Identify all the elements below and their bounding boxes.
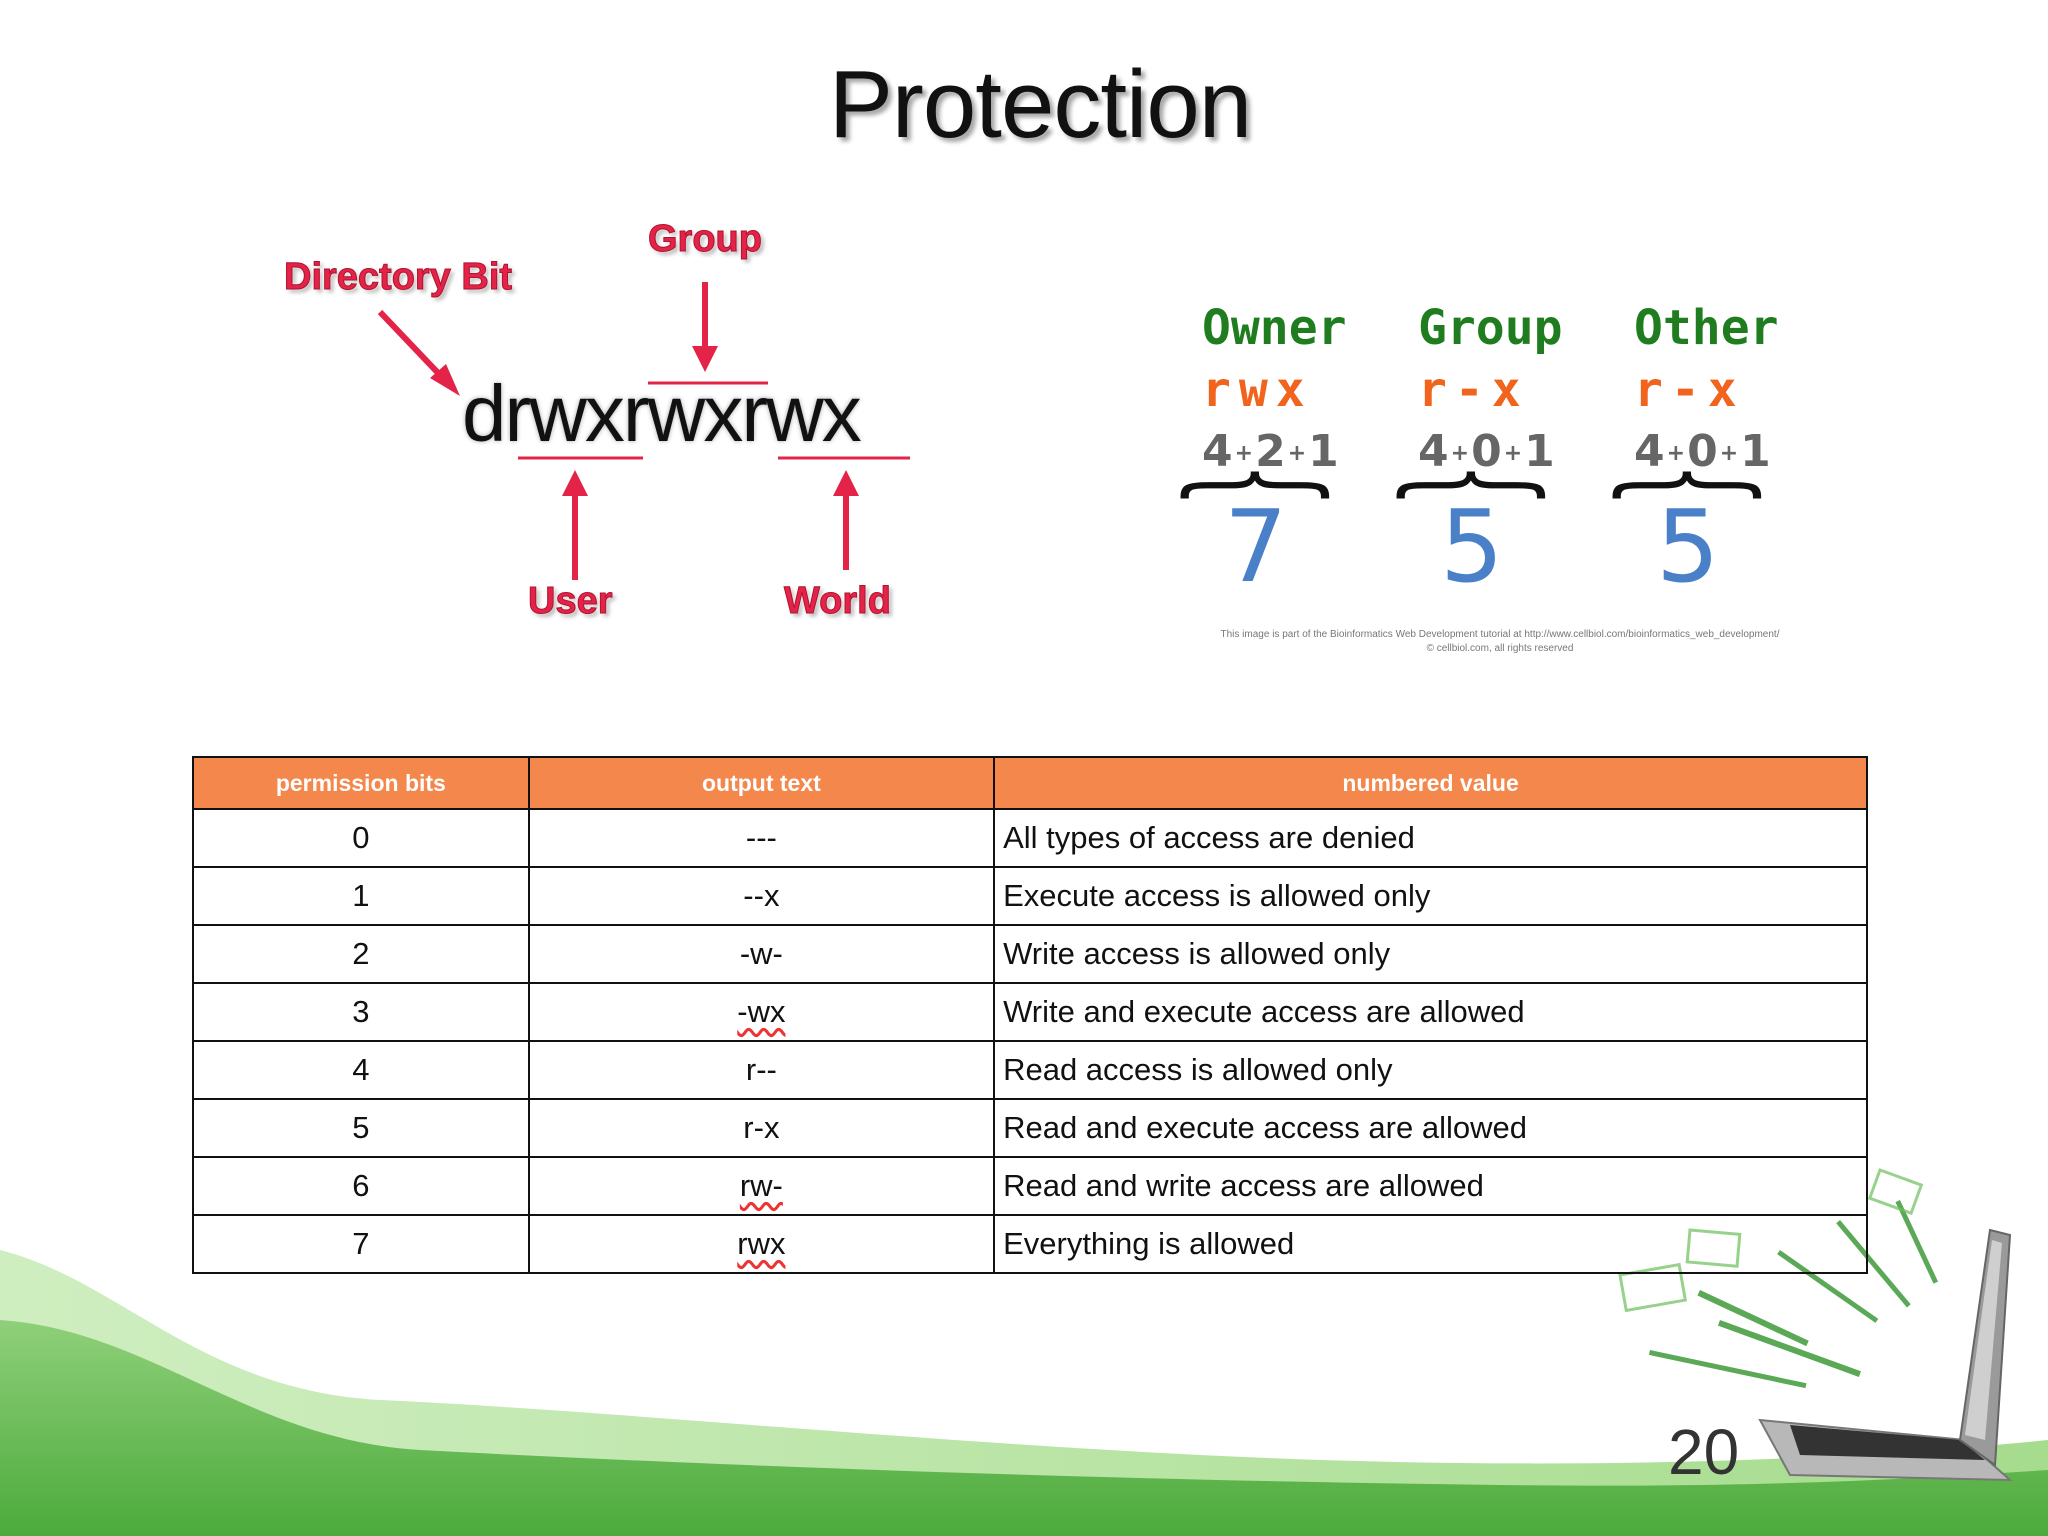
bits-cell: 2 <box>192 924 530 984</box>
other-bits: r-x <box>1634 362 1745 418</box>
page-number: 20 <box>1668 1416 1740 1488</box>
output-cell: --x <box>527 866 996 926</box>
table-row: 5 r-x Read and execute access are allowe… <box>192 1098 1868 1158</box>
owner-column: Owner rwx 4+2+1 { 7 <box>1167 300 1382 605</box>
bits-cell: 1 <box>192 866 530 926</box>
permission-string-diagram: Directory Bit Group User World drwxrwxrw… <box>270 200 950 650</box>
group-label: Group <box>1418 300 1563 356</box>
output-text: rw- <box>739 1168 783 1203</box>
output-cell: r-x <box>527 1098 996 1158</box>
output-cell: -wx <box>527 982 996 1042</box>
arrows-and-underlines <box>377 282 910 580</box>
directory-bit-label: Directory Bit <box>283 256 513 299</box>
header-permission-bits: permission bits <box>192 756 530 810</box>
description-cell: All types of access are denied <box>993 808 1868 868</box>
user-label: User <box>528 580 613 623</box>
other-sum: 4+0+1 <box>1634 426 1771 477</box>
table-row: 1 --x Execute access is allowed only <box>192 866 1868 926</box>
description-cell: Read access is allowed only <box>993 1040 1868 1100</box>
bits-cell: 7 <box>192 1214 530 1274</box>
output-text: rwx <box>737 1226 786 1261</box>
octal-diagram: Owner rwx 4+2+1 { 7 Group r-x 4+0+1 { 5 … <box>1167 300 1830 670</box>
image-credit: This image is part of the Bioinformatics… <box>1170 628 1830 656</box>
permission-string: drwxrwxrwx <box>461 368 863 459</box>
table-row: 2 -w- Write access is allowed only <box>192 924 1868 984</box>
output-cell: rwx <box>527 1214 996 1274</box>
bits-cell: 5 <box>192 1098 530 1158</box>
group-label: Group <box>648 218 763 261</box>
bits-cell: 4 <box>192 1040 530 1100</box>
other-column: Other r-x 4+0+1 { 5 <box>1599 300 1814 605</box>
other-brace: { <box>1599 462 1789 508</box>
group-bits: r-x <box>1418 362 1529 418</box>
credit-line-2: © cellbiol.com, all rights reserved <box>1426 643 1574 654</box>
table-row: 6 rw- Read and write access are allowed <box>192 1156 1868 1216</box>
owner-label: Owner <box>1202 300 1347 356</box>
description-cell: Read and write access are allowed <box>993 1156 1868 1216</box>
slide-title: Protection <box>828 51 1252 158</box>
description-cell: Execute access is allowed only <box>993 866 1868 926</box>
bits-cell: 0 <box>192 808 530 868</box>
permissions-table: permission bits output text numbered val… <box>192 756 1868 1274</box>
description-cell: Write and execute access are allowed <box>993 982 1868 1042</box>
owner-value: 7 <box>1224 488 1288 605</box>
table-row: 7 rwx Everything is allowed <box>192 1214 1868 1274</box>
credit-line-1: This image is part of the Bioinformatics… <box>1220 629 1780 640</box>
group-value: 5 <box>1440 488 1504 605</box>
group-brace: { <box>1383 462 1573 508</box>
output-cell: --- <box>527 808 996 868</box>
header-output-text: output text <box>527 756 996 810</box>
laptop-illustration <box>1618 1168 2013 1482</box>
table-row: 3 -wx Write and execute access are allow… <box>192 982 1868 1042</box>
table-row: 0 --- All types of access are denied <box>192 808 1868 868</box>
output-cell: r-- <box>527 1040 996 1100</box>
owner-bits: rwx <box>1202 362 1313 418</box>
description-cell: Everything is allowed <box>993 1214 1868 1274</box>
table-header-row: permission bits output text numbered val… <box>192 756 1868 810</box>
other-value: 5 <box>1656 488 1720 605</box>
bits-cell: 3 <box>192 982 530 1042</box>
description-cell: Read and execute access are allowed <box>993 1098 1868 1158</box>
description-cell: Write access is allowed only <box>993 924 1868 984</box>
other-label: Other <box>1634 300 1779 356</box>
output-text: -wx <box>737 994 786 1029</box>
owner-sum: 4+2+1 <box>1202 426 1339 477</box>
owner-brace: { <box>1167 462 1357 508</box>
header-numbered-value: numbered value <box>993 756 1868 810</box>
bits-cell: 6 <box>192 1156 530 1216</box>
group-column: Group r-x 4+0+1 { 5 <box>1383 300 1598 605</box>
group-sum: 4+0+1 <box>1418 426 1555 477</box>
world-label: World <box>784 580 892 623</box>
output-cell: rw- <box>527 1156 996 1216</box>
table-row: 4 r-- Read access is allowed only <box>192 1040 1868 1100</box>
output-cell: -w- <box>527 924 996 984</box>
